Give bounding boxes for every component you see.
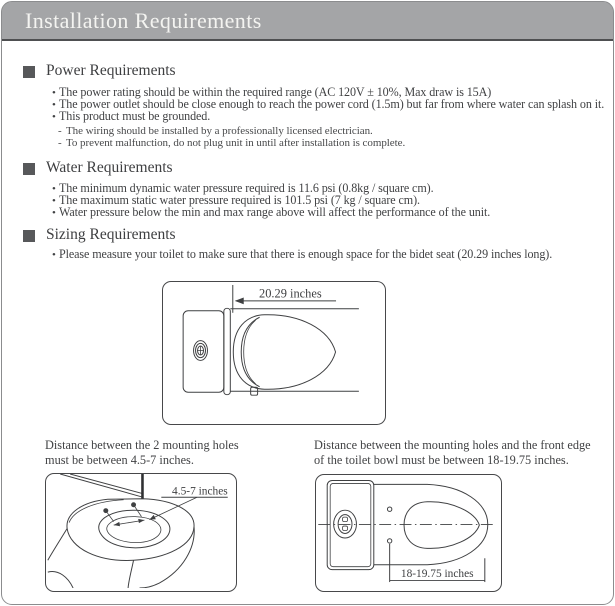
seat-length-label: 20.29 inches	[259, 286, 322, 300]
page-title: Installation Requirements	[25, 8, 262, 33]
bowl-rim	[66, 498, 195, 561]
dimension-20-29: 20.29 inches	[232, 284, 337, 313]
dimension-4-5-7: 4.5-7 inches	[113, 485, 228, 527]
section-marker-icon	[23, 230, 35, 242]
section-title-sizing: Sizing Requirements	[46, 226, 176, 243]
section-title-water: Water Requirements	[46, 159, 173, 176]
list-item-text: This product must be grounded.	[59, 109, 211, 123]
hose-nub	[250, 386, 259, 396]
list-item-text: The maximum static water pressure requir…	[59, 193, 420, 207]
mounting-holes	[103, 502, 142, 522]
sub-list-item-text: To prevent malfunction, do not plug unit…	[66, 137, 406, 149]
dimension-18-19-75: 18-19.75 inches	[389, 543, 486, 583]
list-item: Water pressure below the min and max ran…	[52, 205, 490, 220]
hole-spacing-label: 4.5-7 inches	[172, 485, 228, 497]
figure-front-edge: 18-19.75 inches	[315, 474, 502, 592]
figure-seat-length: 20.29 inches	[162, 281, 386, 425]
bullet-icon	[52, 205, 59, 220]
tank-drawing	[326, 479, 375, 571]
list-item: The power outlet should be close enough …	[52, 97, 604, 112]
bidet-seat-drawing	[232, 314, 337, 396]
list-item: The power rating should be within the re…	[52, 85, 491, 100]
toilet-top-view-drawing: 20.29 inches	[182, 284, 359, 396]
list-item-text: The power outlet should be close enough …	[59, 97, 605, 111]
tank-edge	[60, 474, 144, 499]
sub-list-item-text: The wiring should be installed by a prof…	[66, 125, 373, 137]
list-item: The minimum dynamic water pressure requi…	[52, 181, 434, 196]
list-item: This product must be grounded.	[52, 109, 210, 124]
caption-front-edge: Distance between the mounting holes and …	[314, 438, 591, 467]
front-edge-label: 18-19.75 inches	[401, 568, 474, 580]
list-item-text: Please measure your toilet to make sure …	[59, 247, 553, 261]
bullet-icon	[52, 247, 59, 262]
list-item: The maximum static water pressure requir…	[52, 193, 420, 208]
page-header: Installation Requirements	[2, 2, 613, 41]
section-marker-icon	[23, 163, 35, 175]
dash-icon	[58, 137, 66, 149]
sub-list-item: The wiring should be installed by a prof…	[58, 125, 373, 137]
toilet-top-view-holes-drawing: 18-19.75 inches	[318, 479, 496, 583]
list-item: Please measure your toilet to make sure …	[52, 247, 552, 262]
tank-drawing	[182, 307, 231, 396]
section-title-power: Power Requirements	[46, 62, 176, 79]
caption-mounting-holes: Distance between the 2 mounting holes mu…	[45, 438, 239, 467]
toilet-perspective-drawing: 4.5-7 inches	[47, 474, 228, 588]
sub-list-item: To prevent malfunction, do not plug unit…	[58, 137, 405, 149]
list-item-text: The minimum dynamic water pressure requi…	[59, 181, 434, 195]
dash-icon	[58, 125, 66, 137]
list-item-text: The power rating should be within the re…	[59, 85, 492, 99]
bullet-icon	[52, 109, 59, 124]
list-item-text: Water pressure below the min and max ran…	[59, 205, 491, 219]
section-marker-icon	[23, 66, 35, 78]
figure-mounting-holes: 4.5-7 inches	[45, 473, 237, 592]
pedestal	[47, 526, 195, 588]
mounting-holes	[386, 506, 393, 544]
bowl-drawing	[373, 483, 489, 566]
